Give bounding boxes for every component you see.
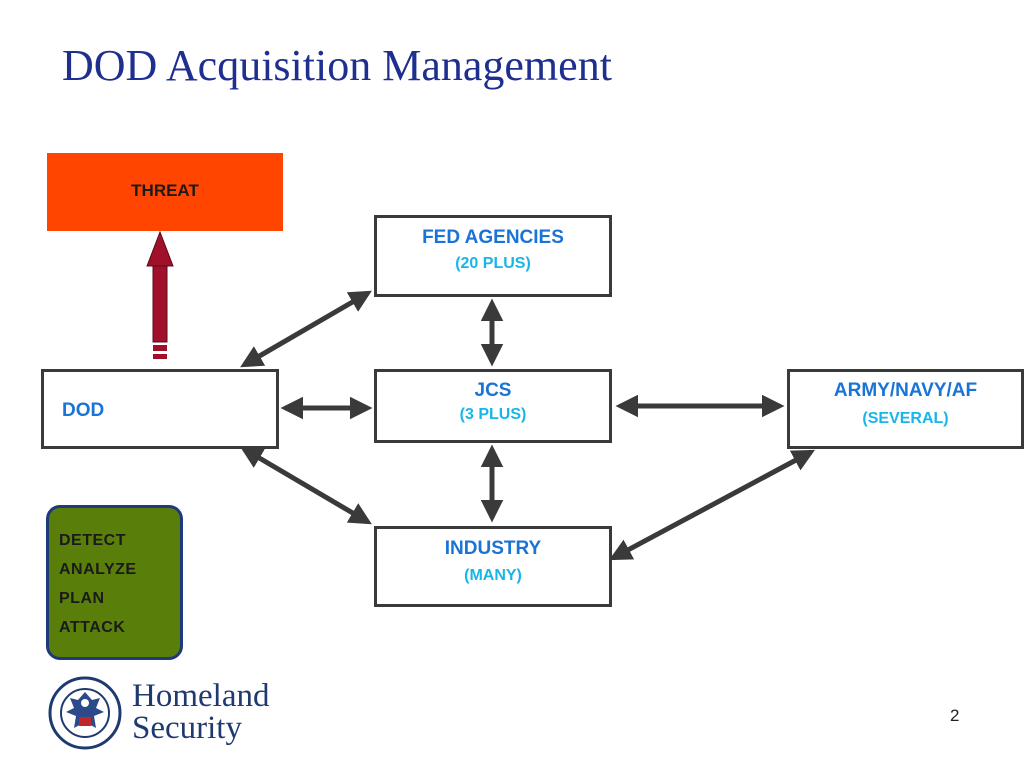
threat-box: THREAT [47,153,283,231]
arrow-dod-fed [240,290,372,368]
industry-count: (MANY) [464,567,522,584]
fed-agencies-label: FED AGENCIES [422,227,564,248]
step-plan: PLAN [59,590,105,607]
dod-label: DOD [62,400,105,421]
dod-box: DOD [41,369,279,449]
threat-arrow [146,230,174,359]
fed-agencies-count: (20 PLUS) [455,255,531,272]
industry-label: INDUSTRY [444,538,542,559]
army-navy-af-count: (SEVERAL) [862,410,949,427]
step-analyze: ANALYZE [59,561,137,578]
logo-line1: Homeland [132,678,270,714]
page-number: 2 [950,706,960,725]
steps-box: DETECT ANALYZE PLAN ATTACK [46,505,183,660]
army-navy-af-box: ARMY/NAVY/AF (SEVERAL) [787,369,1024,449]
jcs-label: JCS [474,380,512,401]
arrow-dod-industry [240,446,372,525]
jcs-box: JCS (3 PLUS) [374,369,612,443]
fed-agencies-box: FED AGENCIES (20 PLUS) [374,215,612,297]
jcs-count: (3 PLUS) [459,406,527,423]
step-attack: ATTACK [59,619,126,636]
slide-title: DOD Acquisition Management [62,41,612,90]
logo-line2: Security [132,710,242,746]
threat-label: THREAT [131,181,199,200]
army-navy-af-label: ARMY/NAVY/AF [833,380,978,401]
step-detect: DETECT [59,532,126,549]
homeland-security-logo: Homeland Security [132,678,270,746]
dhs-seal-icon [48,676,122,750]
industry-box: INDUSTRY (MANY) [374,526,612,607]
arrow-services-industry [609,449,815,561]
